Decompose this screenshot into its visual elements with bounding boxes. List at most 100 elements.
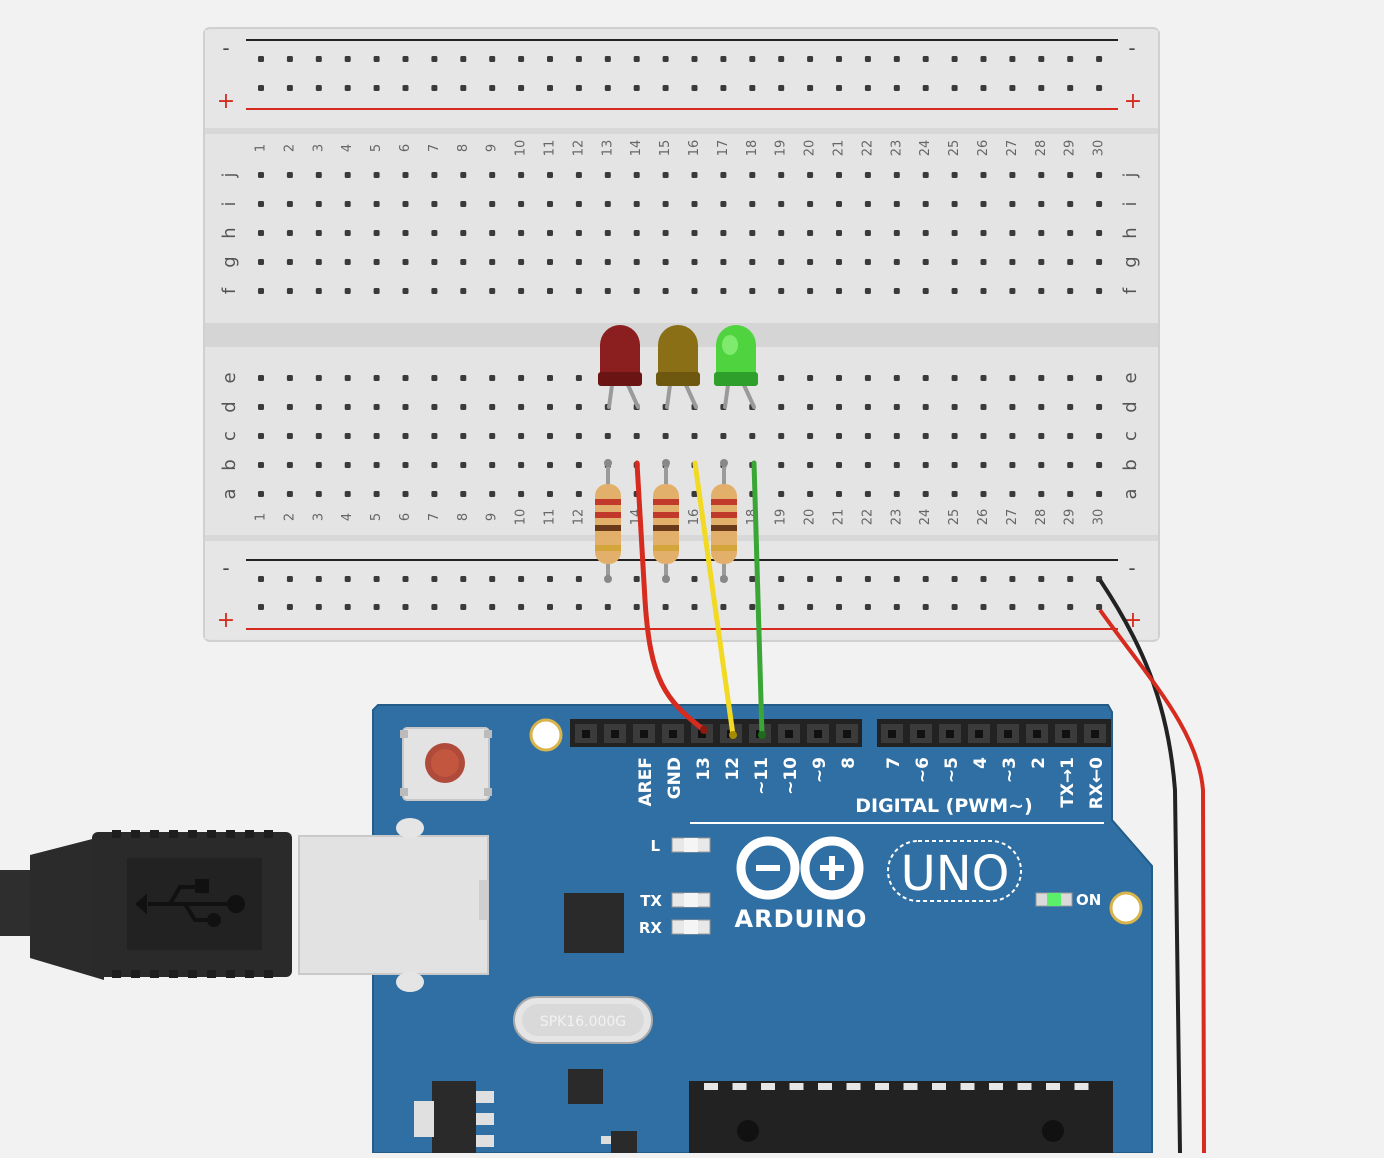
terminal-hole[interactable] <box>662 201 669 207</box>
rail-hole[interactable] <box>864 85 871 91</box>
resistor[interactable] <box>653 459 679 583</box>
rail-hole[interactable] <box>749 604 756 610</box>
terminal-hole[interactable] <box>258 462 264 468</box>
rail-hole[interactable] <box>691 85 698 91</box>
terminal-hole[interactable] <box>460 404 467 410</box>
terminal-hole[interactable] <box>431 230 438 236</box>
rail-hole[interactable] <box>1038 604 1045 610</box>
terminal-hole[interactable] <box>547 404 553 410</box>
terminal-hole[interactable] <box>460 491 467 497</box>
rail-hole[interactable] <box>778 604 785 610</box>
terminal-hole[interactable] <box>604 288 611 294</box>
rail-hole[interactable] <box>402 604 409 610</box>
terminal-hole[interactable] <box>1009 375 1016 381</box>
terminal-hole[interactable] <box>402 375 409 381</box>
rail-hole[interactable] <box>980 604 987 610</box>
terminal-hole[interactable] <box>575 230 582 236</box>
rail-hole[interactable] <box>431 85 438 91</box>
terminal-hole[interactable] <box>980 288 987 294</box>
terminal-hole[interactable] <box>286 259 293 265</box>
terminal-hole[interactable] <box>1009 172 1016 178</box>
terminal-hole[interactable] <box>460 259 467 265</box>
terminal-hole[interactable] <box>951 230 958 236</box>
rail-hole[interactable] <box>373 85 380 91</box>
terminal-hole[interactable] <box>749 259 756 265</box>
terminal-hole[interactable] <box>373 259 380 265</box>
rail-hole[interactable] <box>1009 56 1016 62</box>
terminal-hole[interactable] <box>922 288 929 294</box>
terminal-hole[interactable] <box>518 433 525 439</box>
terminal-hole[interactable] <box>864 259 871 265</box>
rail-hole[interactable] <box>1038 576 1045 582</box>
rail-hole[interactable] <box>518 576 525 582</box>
rail-hole[interactable] <box>402 56 409 62</box>
terminal-hole[interactable] <box>691 491 698 497</box>
terminal-hole[interactable] <box>1067 259 1074 265</box>
terminal-hole[interactable] <box>489 172 496 178</box>
rail-hole[interactable] <box>662 604 669 610</box>
terminal-hole[interactable] <box>951 172 958 178</box>
rail-hole[interactable] <box>662 85 669 91</box>
rail-hole[interactable] <box>633 576 640 582</box>
terminal-hole[interactable] <box>286 375 293 381</box>
terminal-hole[interactable] <box>460 462 467 468</box>
terminal-hole[interactable] <box>286 433 293 439</box>
rail-hole[interactable] <box>286 85 293 91</box>
terminal-hole[interactable] <box>258 491 264 497</box>
terminal-hole[interactable] <box>489 491 496 497</box>
usb-cable[interactable] <box>0 830 292 980</box>
terminal-hole[interactable] <box>864 491 871 497</box>
terminal-hole[interactable] <box>344 462 351 468</box>
terminal-hole[interactable] <box>489 404 496 410</box>
terminal-hole[interactable] <box>344 404 351 410</box>
terminal-hole[interactable] <box>575 462 582 468</box>
terminal-hole[interactable] <box>258 433 264 439</box>
rail-hole[interactable] <box>373 604 380 610</box>
terminal-hole[interactable] <box>951 288 958 294</box>
terminal-hole[interactable] <box>836 201 842 207</box>
terminal-hole[interactable] <box>373 288 380 294</box>
terminal-hole[interactable] <box>807 404 814 410</box>
terminal-hole[interactable] <box>922 230 929 236</box>
terminal-hole[interactable] <box>1038 375 1045 381</box>
terminal-hole[interactable] <box>720 172 727 178</box>
rail-hole[interactable] <box>373 56 380 62</box>
terminal-hole[interactable] <box>836 259 842 265</box>
reset-button[interactable] <box>400 727 492 801</box>
terminal-hole[interactable] <box>575 172 582 178</box>
terminal-hole[interactable] <box>1096 462 1103 468</box>
terminal-hole[interactable] <box>864 404 871 410</box>
terminal-hole[interactable] <box>518 172 525 178</box>
terminal-hole[interactable] <box>778 462 785 468</box>
terminal-hole[interactable] <box>778 201 785 207</box>
rail-hole[interactable] <box>315 604 322 610</box>
terminal-hole[interactable] <box>778 172 785 178</box>
terminal-hole[interactable] <box>1067 375 1074 381</box>
terminal-hole[interactable] <box>431 433 438 439</box>
terminal-hole[interactable] <box>778 404 785 410</box>
rail-hole[interactable] <box>547 576 553 582</box>
terminal-hole[interactable] <box>662 433 669 439</box>
terminal-hole[interactable] <box>431 288 438 294</box>
rail-hole[interactable] <box>1009 604 1016 610</box>
rail-hole[interactable] <box>460 576 467 582</box>
wire-red-pin13[interactable] <box>634 460 707 733</box>
terminal-hole[interactable] <box>518 230 525 236</box>
rail-hole[interactable] <box>518 85 525 91</box>
rail-hole[interactable] <box>431 56 438 62</box>
rail-hole[interactable] <box>344 576 351 582</box>
rail-hole[interactable] <box>749 576 756 582</box>
terminal-hole[interactable] <box>402 288 409 294</box>
terminal-hole[interactable] <box>893 230 900 236</box>
rail-hole[interactable] <box>258 85 264 91</box>
terminal-hole[interactable] <box>344 375 351 381</box>
terminal-hole[interactable] <box>749 201 756 207</box>
rail-hole[interactable] <box>980 56 987 62</box>
terminal-hole[interactable] <box>633 288 640 294</box>
rail-hole[interactable] <box>547 85 553 91</box>
terminal-hole[interactable] <box>691 288 698 294</box>
terminal-hole[interactable] <box>518 375 525 381</box>
rail-hole[interactable] <box>662 56 669 62</box>
terminal-hole[interactable] <box>662 259 669 265</box>
